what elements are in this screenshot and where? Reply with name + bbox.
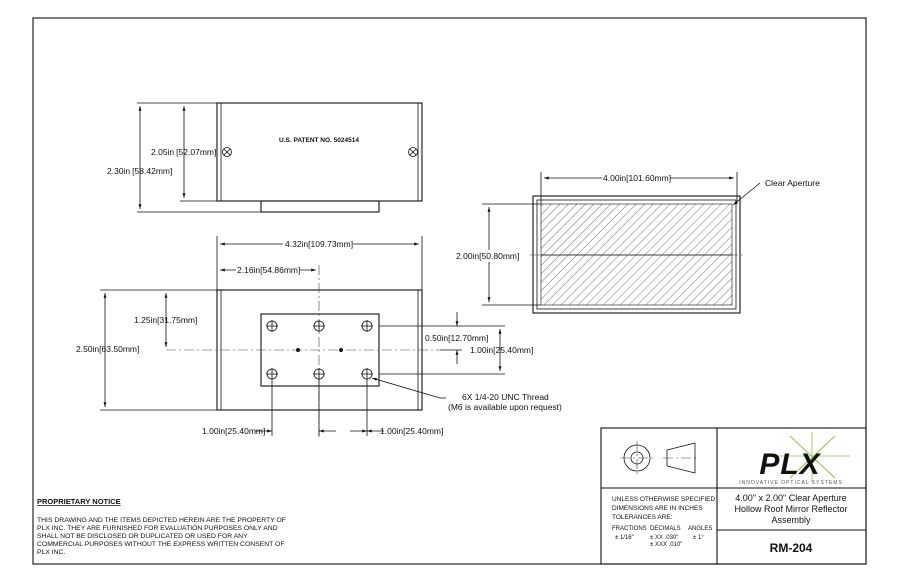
patent-label: U.S. PATENT NO. 5024514 — [279, 137, 359, 144]
thread-hole-icon — [266, 368, 278, 380]
clear-aperture-label: Clear Aperture — [765, 178, 820, 188]
dim-top-length: 4.32in[109.73mm] — [285, 239, 353, 249]
notice-title: PROPRIETARY NOTICE — [37, 497, 121, 506]
thread-note-1: 6X 1/4-20 UNC Thread — [462, 392, 549, 402]
notice-line: PLX INC. — [37, 549, 65, 556]
plx-logo: PLX INNOVATIVE OPTICAL SYSTEMS — [739, 432, 850, 486]
proprietary-notice: PROPRIETARY NOTICE THIS DRAWING AND THE … — [37, 497, 286, 556]
dim-top-width: 2.50in[63.50mm] — [76, 344, 139, 354]
sheet-border — [32, 17, 867, 565]
description-line: Hollow Roof Mirror Reflector — [734, 504, 847, 514]
dim-hole-pitch-v: 1.00in[25.40mm] — [470, 345, 533, 355]
logo-tagline: INNOVATIVE OPTICAL SYSTEMS — [739, 480, 842, 486]
dim-front-inner: 2.05in[52.07mm] — [151, 147, 216, 157]
clear-aperture-upper — [540, 203, 733, 256]
tolerance-line: TOLERANCES ARE: — [612, 514, 673, 521]
logo-text: PLX — [759, 448, 821, 481]
notice-line: THIS DRAWING AND THE ITEMS DEPICTED HERE… — [37, 517, 286, 524]
notice-line: PLX INC. THEY ARE FURNISHED FOR EVALUATI… — [37, 525, 278, 532]
pin-hole-icon — [296, 348, 300, 352]
screw-head-right-icon — [408, 147, 418, 157]
dim-hole-pitch-h1: 1.00in[25.40mm] — [202, 426, 265, 436]
description-line: 4.00" x 2.00" Clear Aperture — [735, 493, 846, 503]
decimals-xxx: ± XXX .010" — [650, 542, 682, 548]
screw-head-left-icon — [222, 147, 232, 157]
tolerance-line: DIMENSIONS ARE IN INCHES — [612, 505, 703, 512]
third-angle-projection-icon — [620, 441, 699, 475]
end-view: 4.00in[101.60mm] Clear Aperture 2.00in[5… — [455, 172, 820, 314]
thread-hole-icon — [313, 368, 325, 380]
fractions-value: ± 1/16" — [615, 535, 634, 541]
fractions-label: FRACTIONS — [612, 526, 647, 532]
end-frame-outer — [532, 195, 741, 314]
dim-hole-pitch-h2: 1.00in[25.40mm] — [380, 426, 443, 436]
dim-hole-small: 0.50in[12.70mm] — [425, 333, 488, 343]
thread-hole-icon — [266, 320, 278, 332]
dim-end-width: 4.00in[101.60mm] — [603, 173, 671, 183]
dim-top-half: 2.16in[54.86mm] — [237, 265, 300, 275]
description-line: Assembly — [771, 515, 811, 525]
front-body — [216, 102, 423, 202]
front-base — [260, 200, 380, 213]
notice-line: SHALL NOT BE DISCLOSED OR DUPLICATED OR … — [37, 533, 248, 540]
clear-aperture-lower — [540, 254, 733, 306]
thread-hole-icon — [361, 368, 373, 380]
dim-end-height: 2.00in[50.80mm] — [456, 251, 519, 261]
angles-label: ANGLES — [688, 526, 712, 532]
top-view: 4.32in[109.73mm] 2.16in[54.86mm] 2.50in[… — [76, 236, 562, 438]
thread-hole-icon — [361, 320, 373, 332]
thread-hole-icon — [313, 320, 325, 332]
mount-holes — [266, 320, 373, 380]
title-block: PLX INNOVATIVE OPTICAL SYSTEMS UNLESS OT… — [600, 427, 867, 565]
end-frame-inner — [536, 199, 737, 310]
decimals-label: DECIMALS — [650, 526, 681, 532]
decimals-xx: ± XX .030" — [650, 535, 678, 541]
thread-note-2: (M6 is available upon request) — [448, 402, 562, 412]
dim-front-outer: 2.30in[58.42mm] — [107, 166, 172, 176]
angles-value: ± 1° — [693, 535, 704, 541]
pin-hole-icon — [339, 348, 343, 352]
front-view: U.S. PATENT NO. 5024514 2.05in[52.07mm] … — [107, 102, 423, 213]
notice-line: COMMERCIAL PURPOSES WITHOUT THE EXPRESS … — [37, 541, 284, 548]
tolerance-line: UNLESS OTHERWISE SPECIFIED — [612, 496, 715, 503]
part-number: RM-204 — [770, 541, 813, 555]
dim-top-offset: 1.25in[31.75mm] — [134, 315, 197, 325]
